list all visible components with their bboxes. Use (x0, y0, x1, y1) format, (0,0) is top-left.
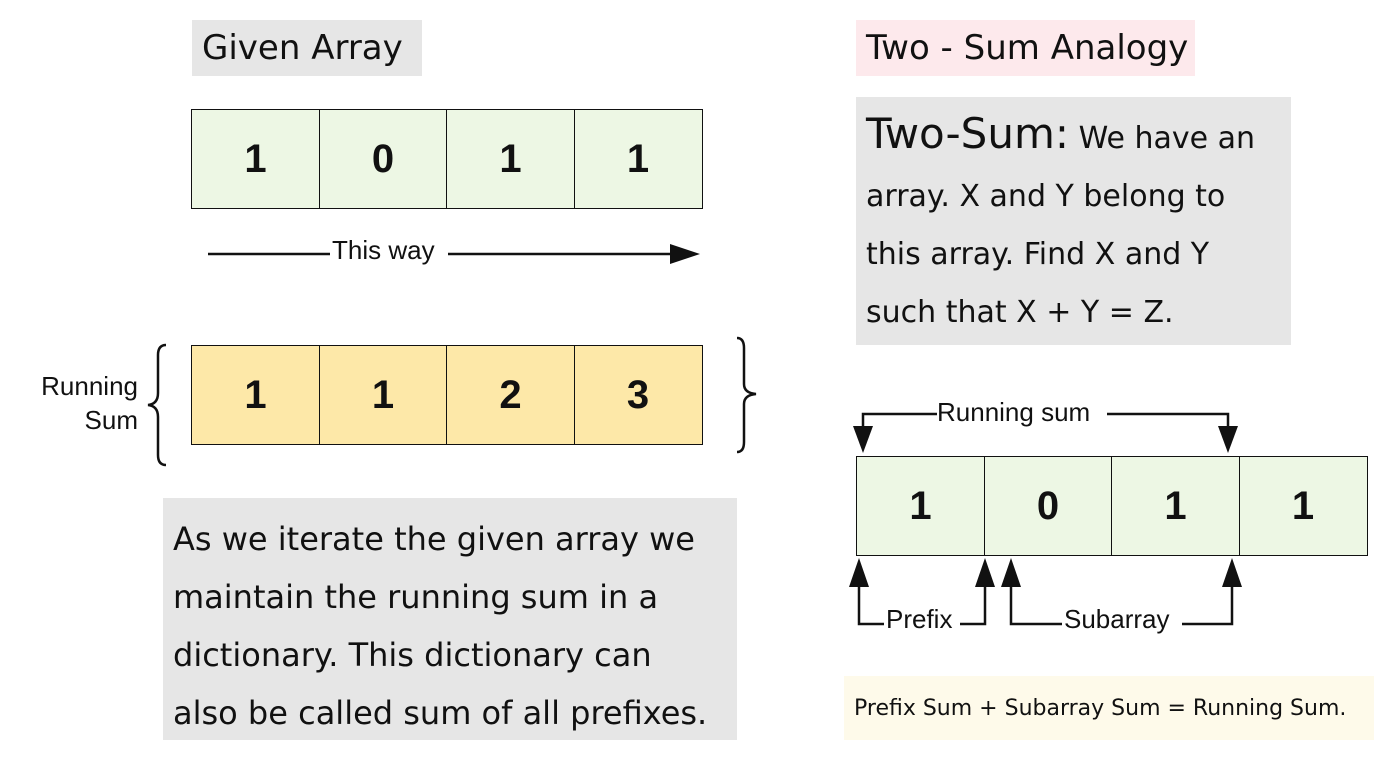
explanation-line: maintain the running sum in a (173, 578, 659, 616)
running-sum-bracket-left (861, 412, 937, 428)
two-sum-line: Two-Sum: We have an (866, 105, 1291, 168)
direction-label: This way (332, 235, 435, 265)
running-sum-label-line1: Running (41, 371, 138, 401)
running-sum-array: 1 1 2 3 (191, 345, 703, 445)
running-sum-arrowhead-right (1218, 426, 1238, 453)
given-array: 1 0 1 1 (191, 109, 703, 209)
two-sum-line: array. X and Y belong to (866, 179, 1226, 214)
two-sum-heading: Two-Sum: (866, 109, 1070, 158)
array-cell: 0 (983, 456, 1113, 556)
explanation-line: also be called sum of all prefixes. (173, 694, 708, 732)
array-cell: 3 (573, 345, 703, 445)
two-sum-line1-rest: We have an (1069, 121, 1256, 156)
two-sum-note: Two-Sum: We have an array. X and Y belon… (856, 97, 1291, 345)
subarray-bracket-left (1009, 585, 1062, 626)
array-cell: 1 (191, 345, 320, 445)
left-brace (147, 343, 167, 467)
array-cell: 1 (1238, 456, 1368, 556)
subarray-arrowhead-left (1001, 558, 1021, 587)
running-sum-bracket-right (1107, 412, 1230, 428)
two-sum-line: this array. Find X and Y (866, 237, 1210, 272)
array-cell: 1 (446, 109, 575, 209)
array-cell: 0 (318, 109, 448, 209)
equation-note: Prefix Sum + Subarray Sum = Running Sum. (844, 676, 1374, 740)
array-cell: 1 (856, 456, 985, 556)
array-cell: 1 (191, 109, 320, 209)
running-sum-arrowhead-left (853, 426, 873, 453)
explanation-line: dictionary. This dictionary can (173, 636, 652, 674)
analogy-title: Two - Sum Analogy (856, 20, 1195, 76)
subarray-label: Subarray (1064, 604, 1170, 634)
array-cell: 1 (318, 345, 448, 445)
direction-arrowhead (670, 244, 700, 264)
prefix-bracket-right (960, 585, 987, 626)
subarray-bracket-right (1182, 585, 1234, 626)
given-array-title: Given Array (192, 20, 422, 76)
two-sum-line: such that X + Y = Z. (866, 295, 1174, 330)
explanation-note: As we iterate the given array we maintai… (163, 498, 737, 740)
running-sum-label: Running sum (937, 397, 1091, 428)
subarray-arrowhead-right (1222, 558, 1242, 587)
array-cell: 1 (573, 109, 703, 209)
prefix-arrowhead-right (975, 558, 995, 587)
decomposition-array: 1 0 1 1 (856, 456, 1368, 556)
array-cell: 1 (1111, 456, 1240, 556)
running-sum-side-label: Running Sum (28, 369, 138, 437)
prefix-arrowhead-left (849, 558, 869, 587)
array-cell: 2 (446, 345, 575, 445)
prefix-label: Prefix (886, 604, 953, 634)
running-sum-label-line2: Sum (84, 405, 138, 435)
explanation-line: As we iterate the given array we (173, 520, 695, 558)
prefix-bracket-left (857, 585, 884, 626)
right-brace (736, 336, 757, 454)
